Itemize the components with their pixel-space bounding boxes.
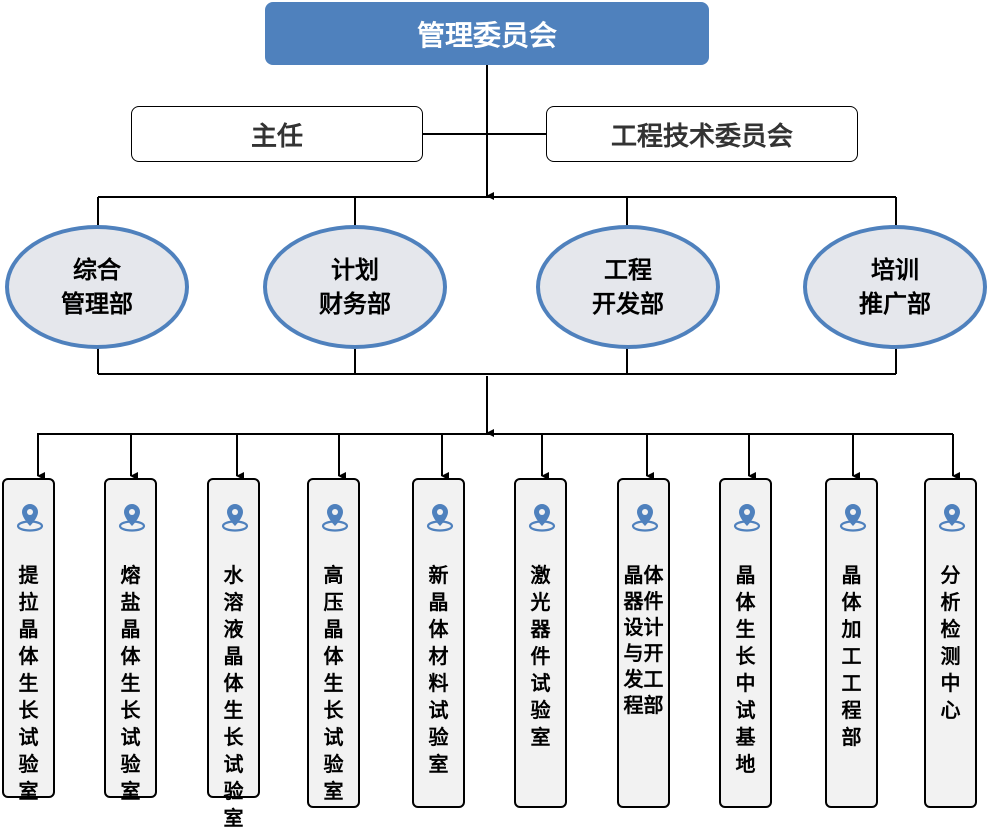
location-pin-icon [16, 502, 44, 536]
unit-box[interactable]: 晶体器件设计与开发工程部 [617, 478, 670, 808]
department-label: 管理部 [61, 290, 133, 318]
unit-box[interactable]: 水溶液晶体生长试验室 [207, 478, 260, 830]
department-planning-finance[interactable]: 计划财务部 [263, 225, 447, 349]
unit-label: 高压晶体生长试验室 [323, 563, 344, 803]
unit-box[interactable]: 晶体生长中试基地 [719, 478, 772, 808]
department-label: 培训 [871, 256, 919, 284]
connector-lines [37, 65, 960, 480]
department-label: 工程 [604, 256, 652, 284]
director-box[interactable]: 主任 [131, 106, 423, 162]
location-pin-icon [631, 502, 659, 536]
unit-label: 晶体生长中试基地 [735, 563, 756, 776]
location-pin-icon [733, 502, 761, 536]
unit-box[interactable]: 分析检测中心 [924, 478, 977, 808]
department-general-management[interactable]: 综合管理部 [5, 225, 189, 349]
unit-label: 晶体器件设计与开发工程部 [623, 563, 664, 717]
director-label: 主任 [250, 121, 303, 152]
department-label: 综合 [73, 256, 121, 284]
location-pin-icon [118, 502, 146, 536]
department-label: 财务部 [319, 290, 391, 318]
unit-box[interactable]: 晶体加工工程部 [825, 478, 878, 808]
location-pin-icon [221, 502, 249, 536]
engineering-tech-committee-box[interactable]: 工程技术委员会 [546, 106, 858, 162]
unit-label: 熔盐晶体生长试验室 [120, 563, 141, 803]
unit-label: 分析检测中心 [940, 563, 961, 722]
management-committee-box[interactable]: 管理委员会 [265, 2, 709, 65]
location-pin-icon [528, 502, 556, 536]
department-label: 计划 [331, 256, 379, 284]
location-pin-icon [321, 502, 349, 536]
unit-box[interactable]: 熔盐晶体生长试验室 [104, 478, 157, 803]
unit-box[interactable]: 提拉晶体生长试验室 [2, 478, 55, 803]
unit-label: 激光器件试验室 [530, 563, 551, 749]
unit-box[interactable]: 激光器件试验室 [514, 478, 567, 808]
location-pin-icon [839, 502, 867, 536]
unit-box[interactable]: 高压晶体生长试验室 [307, 478, 360, 808]
management-committee-label: 管理委员会 [416, 18, 557, 52]
location-pin-icon [938, 502, 966, 536]
department-label: 开发部 [592, 290, 664, 318]
engineering-tech-committee-label: 工程技术委员会 [610, 121, 793, 152]
department-label: 推广部 [859, 290, 931, 318]
department-engineering-development[interactable]: 工程开发部 [536, 225, 720, 349]
department-training-promotion[interactable]: 培训推广部 [803, 225, 987, 349]
unit-label: 提拉晶体生长试验室 [18, 563, 39, 803]
unit-label: 水溶液晶体生长试验室 [223, 563, 244, 830]
location-pin-icon [426, 502, 454, 536]
unit-label: 晶体加工工程部 [841, 563, 862, 749]
unit-label: 新晶体材料试验室 [428, 563, 449, 776]
unit-box[interactable]: 新晶体材料试验室 [412, 478, 465, 808]
